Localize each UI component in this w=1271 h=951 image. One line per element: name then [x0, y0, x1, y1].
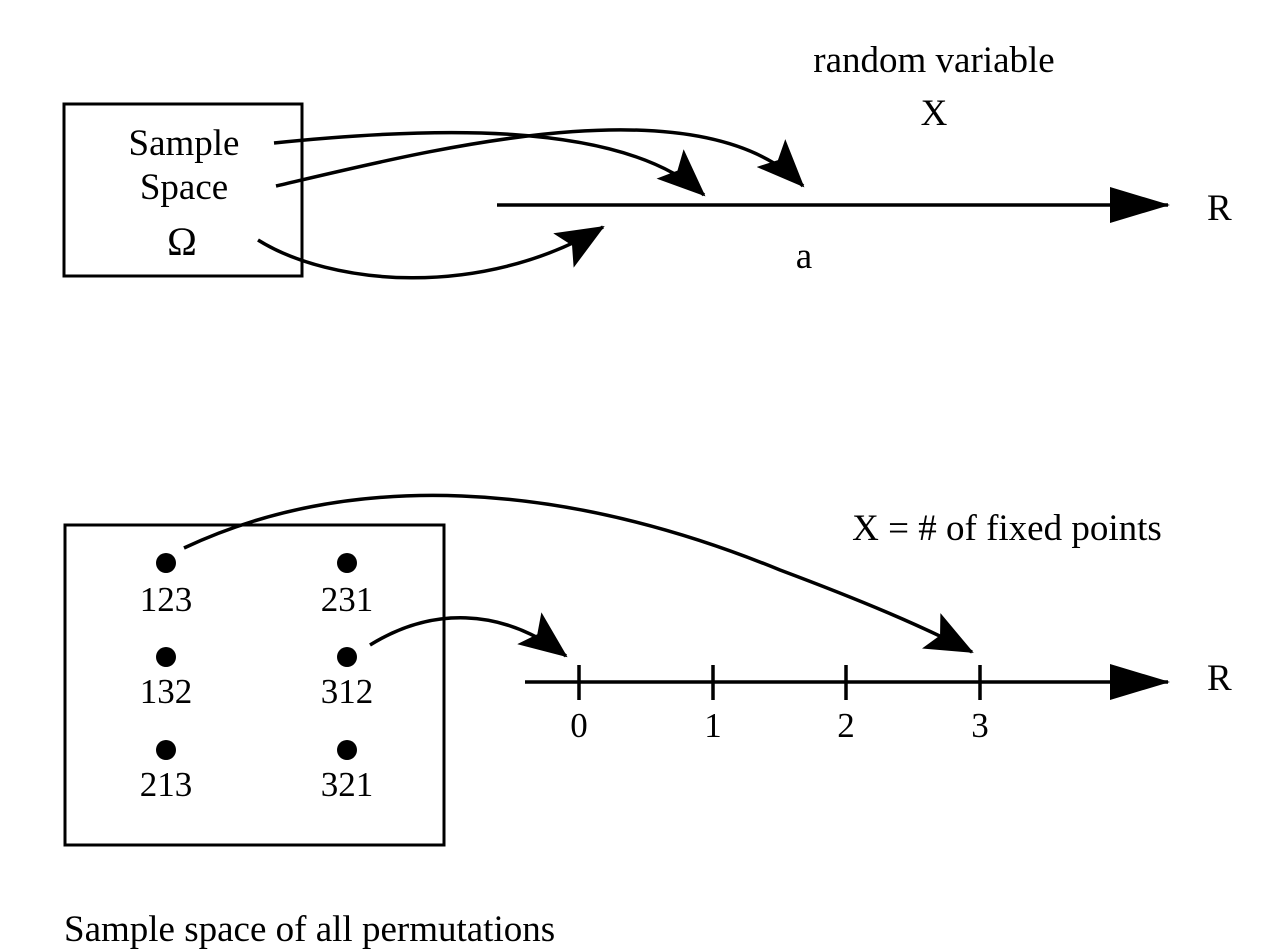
mapping-title: random variable: [813, 40, 1054, 81]
permutation-dot-213: [156, 740, 176, 760]
omega-symbol: Ω: [167, 219, 197, 264]
mapping-symbol: X: [921, 93, 948, 134]
mapping-arrow-1: [273, 130, 706, 197]
tick-label-3: 3: [971, 706, 989, 745]
permutation-label-123: 123: [140, 580, 193, 619]
permutation-label-312: 312: [321, 672, 374, 711]
mapping-arrow-312-to-0: [369, 612, 568, 658]
permutation-dot-321: [337, 740, 357, 760]
permutation-label-321: 321: [321, 765, 374, 804]
permutation-dot-132: [156, 647, 176, 667]
permutation-dot-312: [337, 647, 357, 667]
permutation-dot-231: [337, 553, 357, 573]
real-line-label-bottom: R: [1207, 658, 1232, 699]
mapping-arrow-123-to-3: [183, 493, 974, 654]
permutation-dot-123: [156, 553, 176, 573]
tick-label-2: 2: [837, 706, 855, 745]
sample-space-label-line1: Sample: [129, 123, 240, 164]
caption: Sample space of all permutations: [64, 909, 555, 950]
mapping-arrow-2: [275, 128, 805, 188]
real-line-label-top: R: [1207, 188, 1232, 229]
tick-label-0: 0: [570, 706, 588, 745]
permutation-box: [63, 523, 446, 847]
sample-space-label-line2: Space: [140, 167, 228, 208]
mapping-description: X = # of fixed points: [852, 508, 1162, 549]
mapping-arrow-3: [257, 225, 605, 280]
permutation-label-231: 231: [321, 580, 374, 619]
sample-space-box: [62, 102, 304, 278]
tick-label-1: 1: [704, 706, 722, 745]
point-label-a: a: [796, 236, 812, 277]
permutation-label-132: 132: [140, 672, 193, 711]
permutation-label-213: 213: [140, 765, 193, 804]
